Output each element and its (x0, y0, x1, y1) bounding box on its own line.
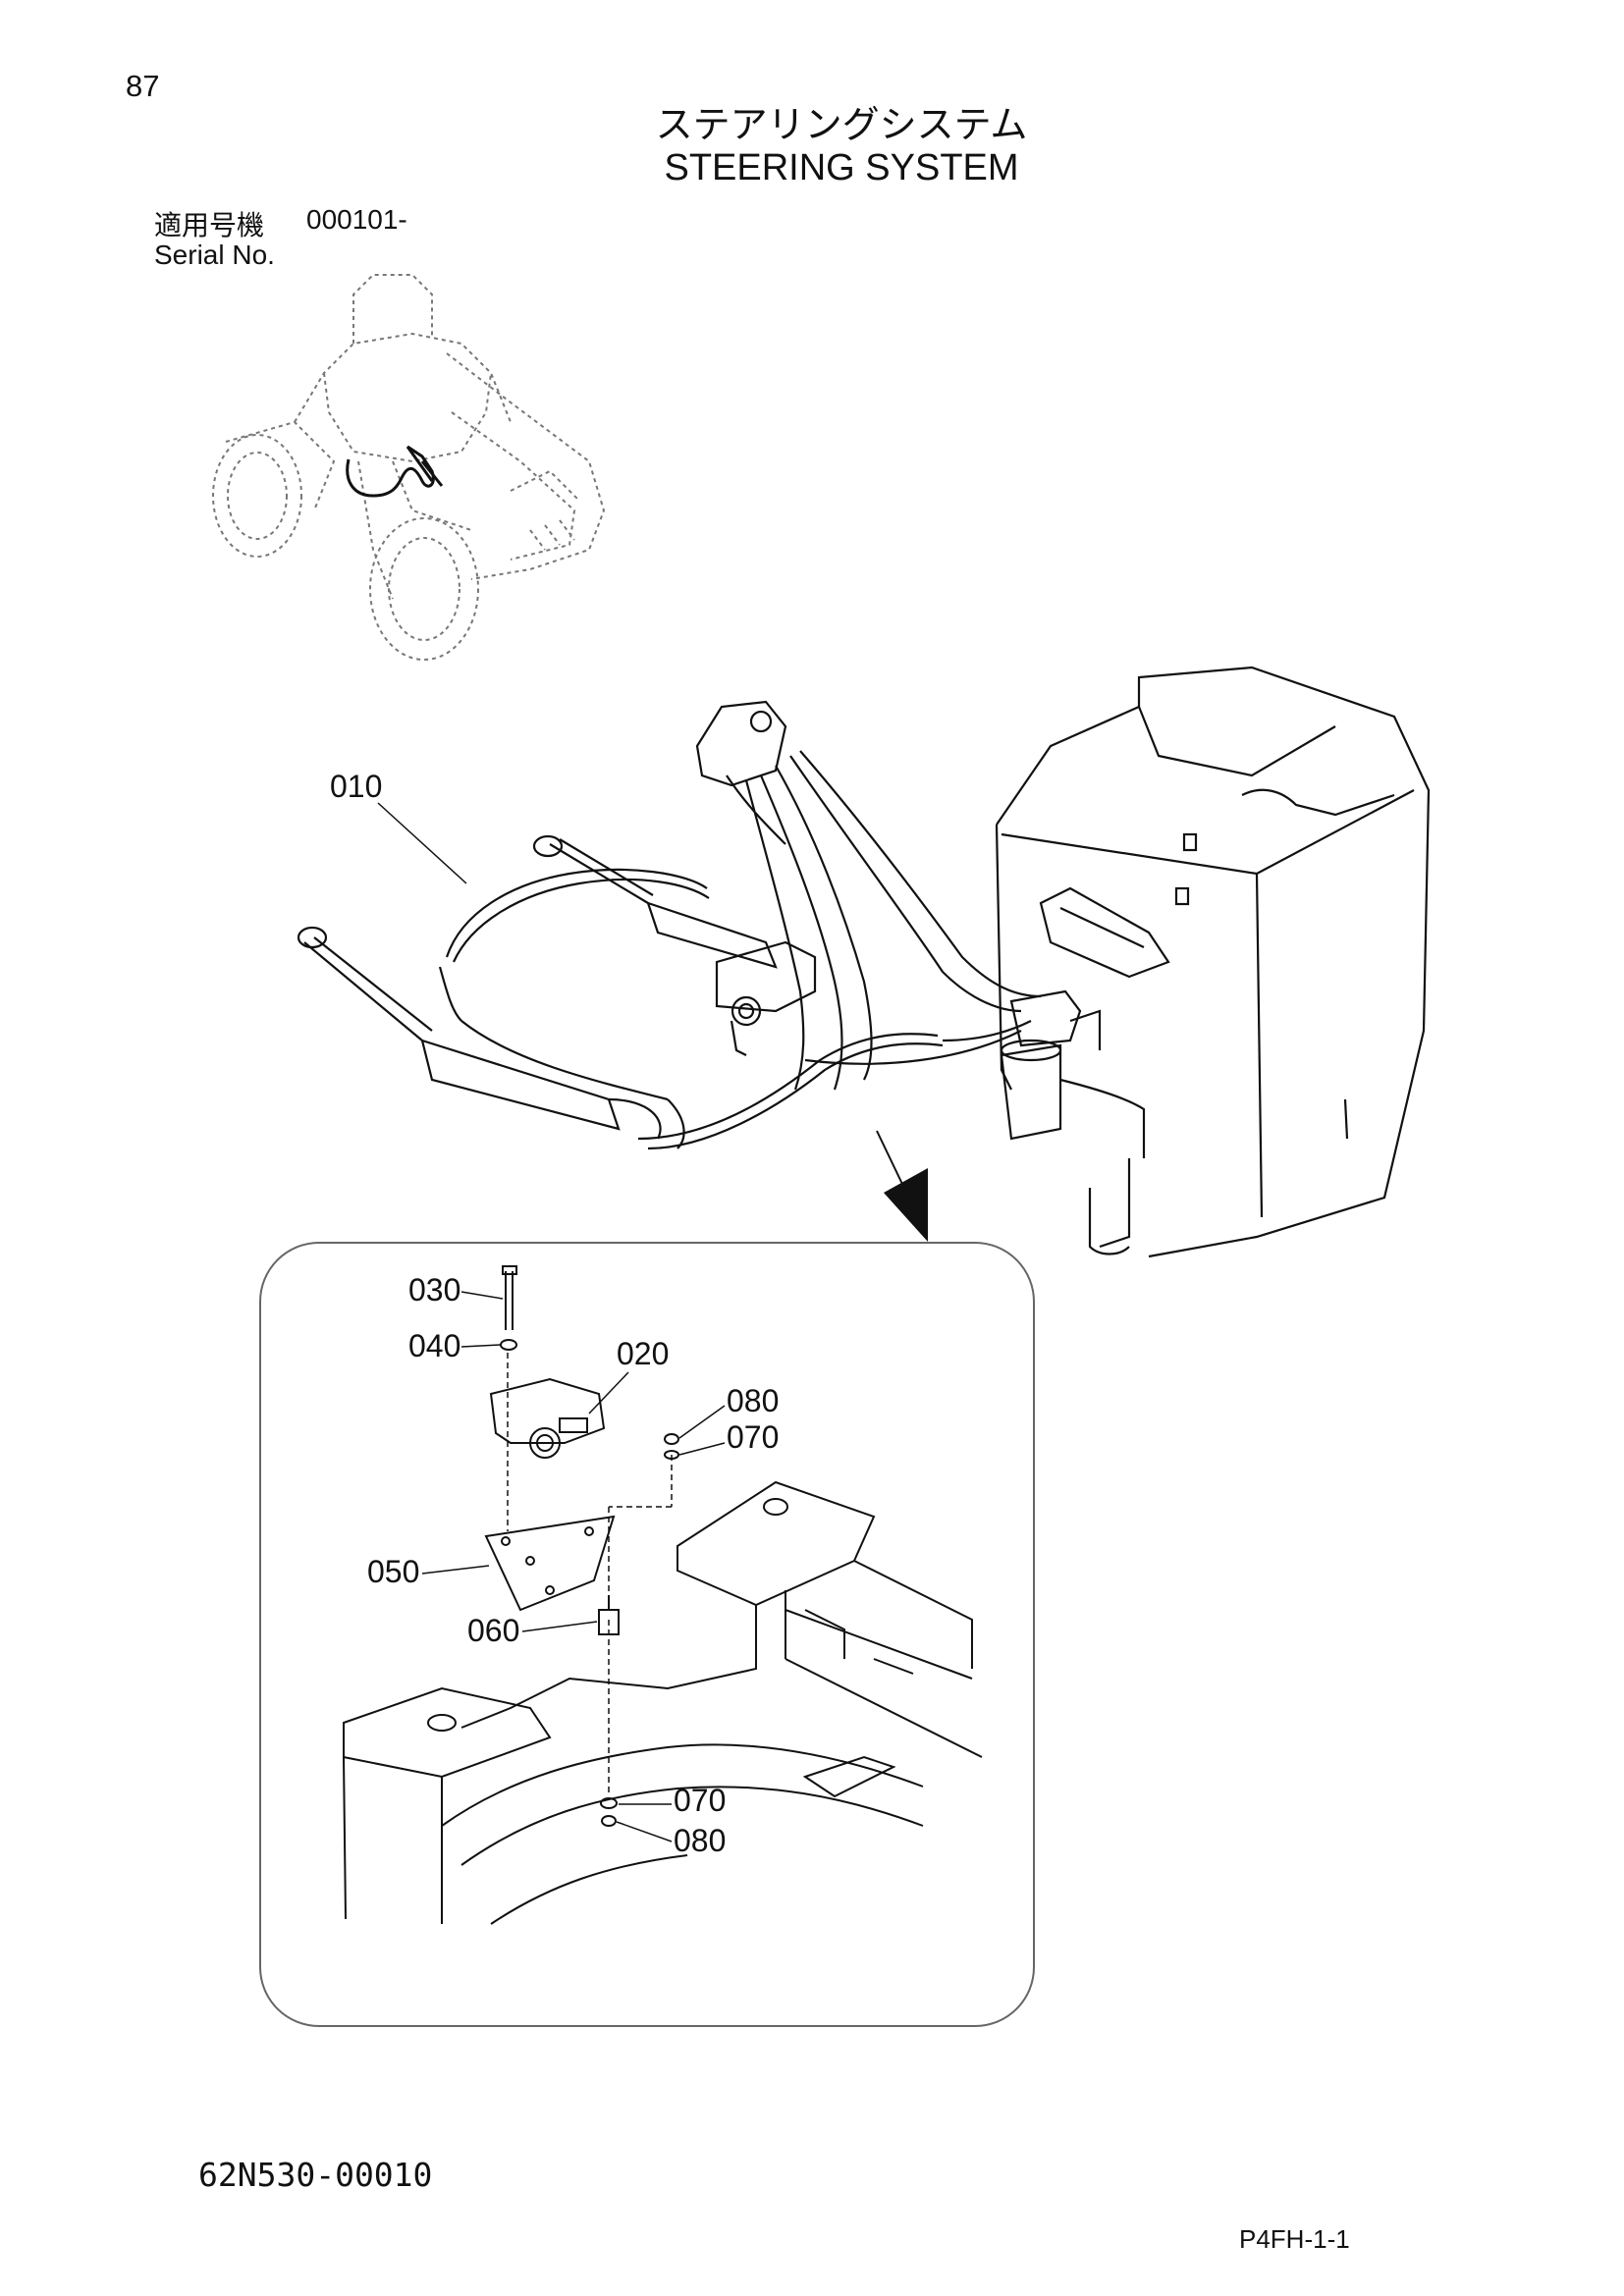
serial-label-japanese: 適用号機 (154, 209, 265, 241)
callout-label-020: 020 (617, 1336, 669, 1371)
callout-050: 050 (367, 1554, 490, 1589)
machine-locator-illustration (212, 274, 606, 661)
detail-inset-illustration (343, 1265, 983, 1925)
callout-070-top: 070 (678, 1419, 779, 1456)
callout-label-080-bottom: 080 (674, 1823, 726, 1858)
callout-label-070-top: 070 (727, 1419, 779, 1455)
callout-010: 010 (330, 769, 467, 884)
callout-020: 020 (588, 1336, 669, 1415)
callout-label-010: 010 (330, 769, 382, 804)
callout-label-070-bottom: 070 (674, 1783, 726, 1818)
callout-label-040: 040 (408, 1328, 460, 1363)
serial-range: 000101- (306, 204, 407, 235)
drawing-number: 62N530-00010 (198, 2156, 433, 2194)
page-code: P4FH-1-1 (1239, 2224, 1350, 2254)
callout-080-bottom: 080 (616, 1821, 726, 1858)
callout-label-030: 030 (408, 1272, 460, 1308)
serial-label-english: Serial No. (154, 240, 275, 270)
page-title-japanese: ステアリングシステム (655, 103, 1028, 146)
page-title-english: STEERING SYSTEM (664, 147, 1019, 188)
detail-pointer-arrow (876, 1130, 928, 1242)
callout-label-060: 060 (467, 1613, 519, 1648)
callout-label-050: 050 (367, 1554, 419, 1589)
callout-label-080-top: 080 (727, 1383, 779, 1418)
callout-030: 030 (408, 1272, 504, 1308)
detail-inset-frame (259, 1242, 1035, 2027)
page-number: 87 (126, 69, 160, 103)
machine-locator-highlight (346, 445, 444, 498)
callout-060: 060 (467, 1613, 598, 1648)
callout-080-top: 080 (678, 1383, 779, 1439)
callout-040: 040 (408, 1328, 502, 1363)
callout-070-bottom: 070 (619, 1783, 726, 1818)
steering-assembly-illustration (297, 666, 1431, 1258)
